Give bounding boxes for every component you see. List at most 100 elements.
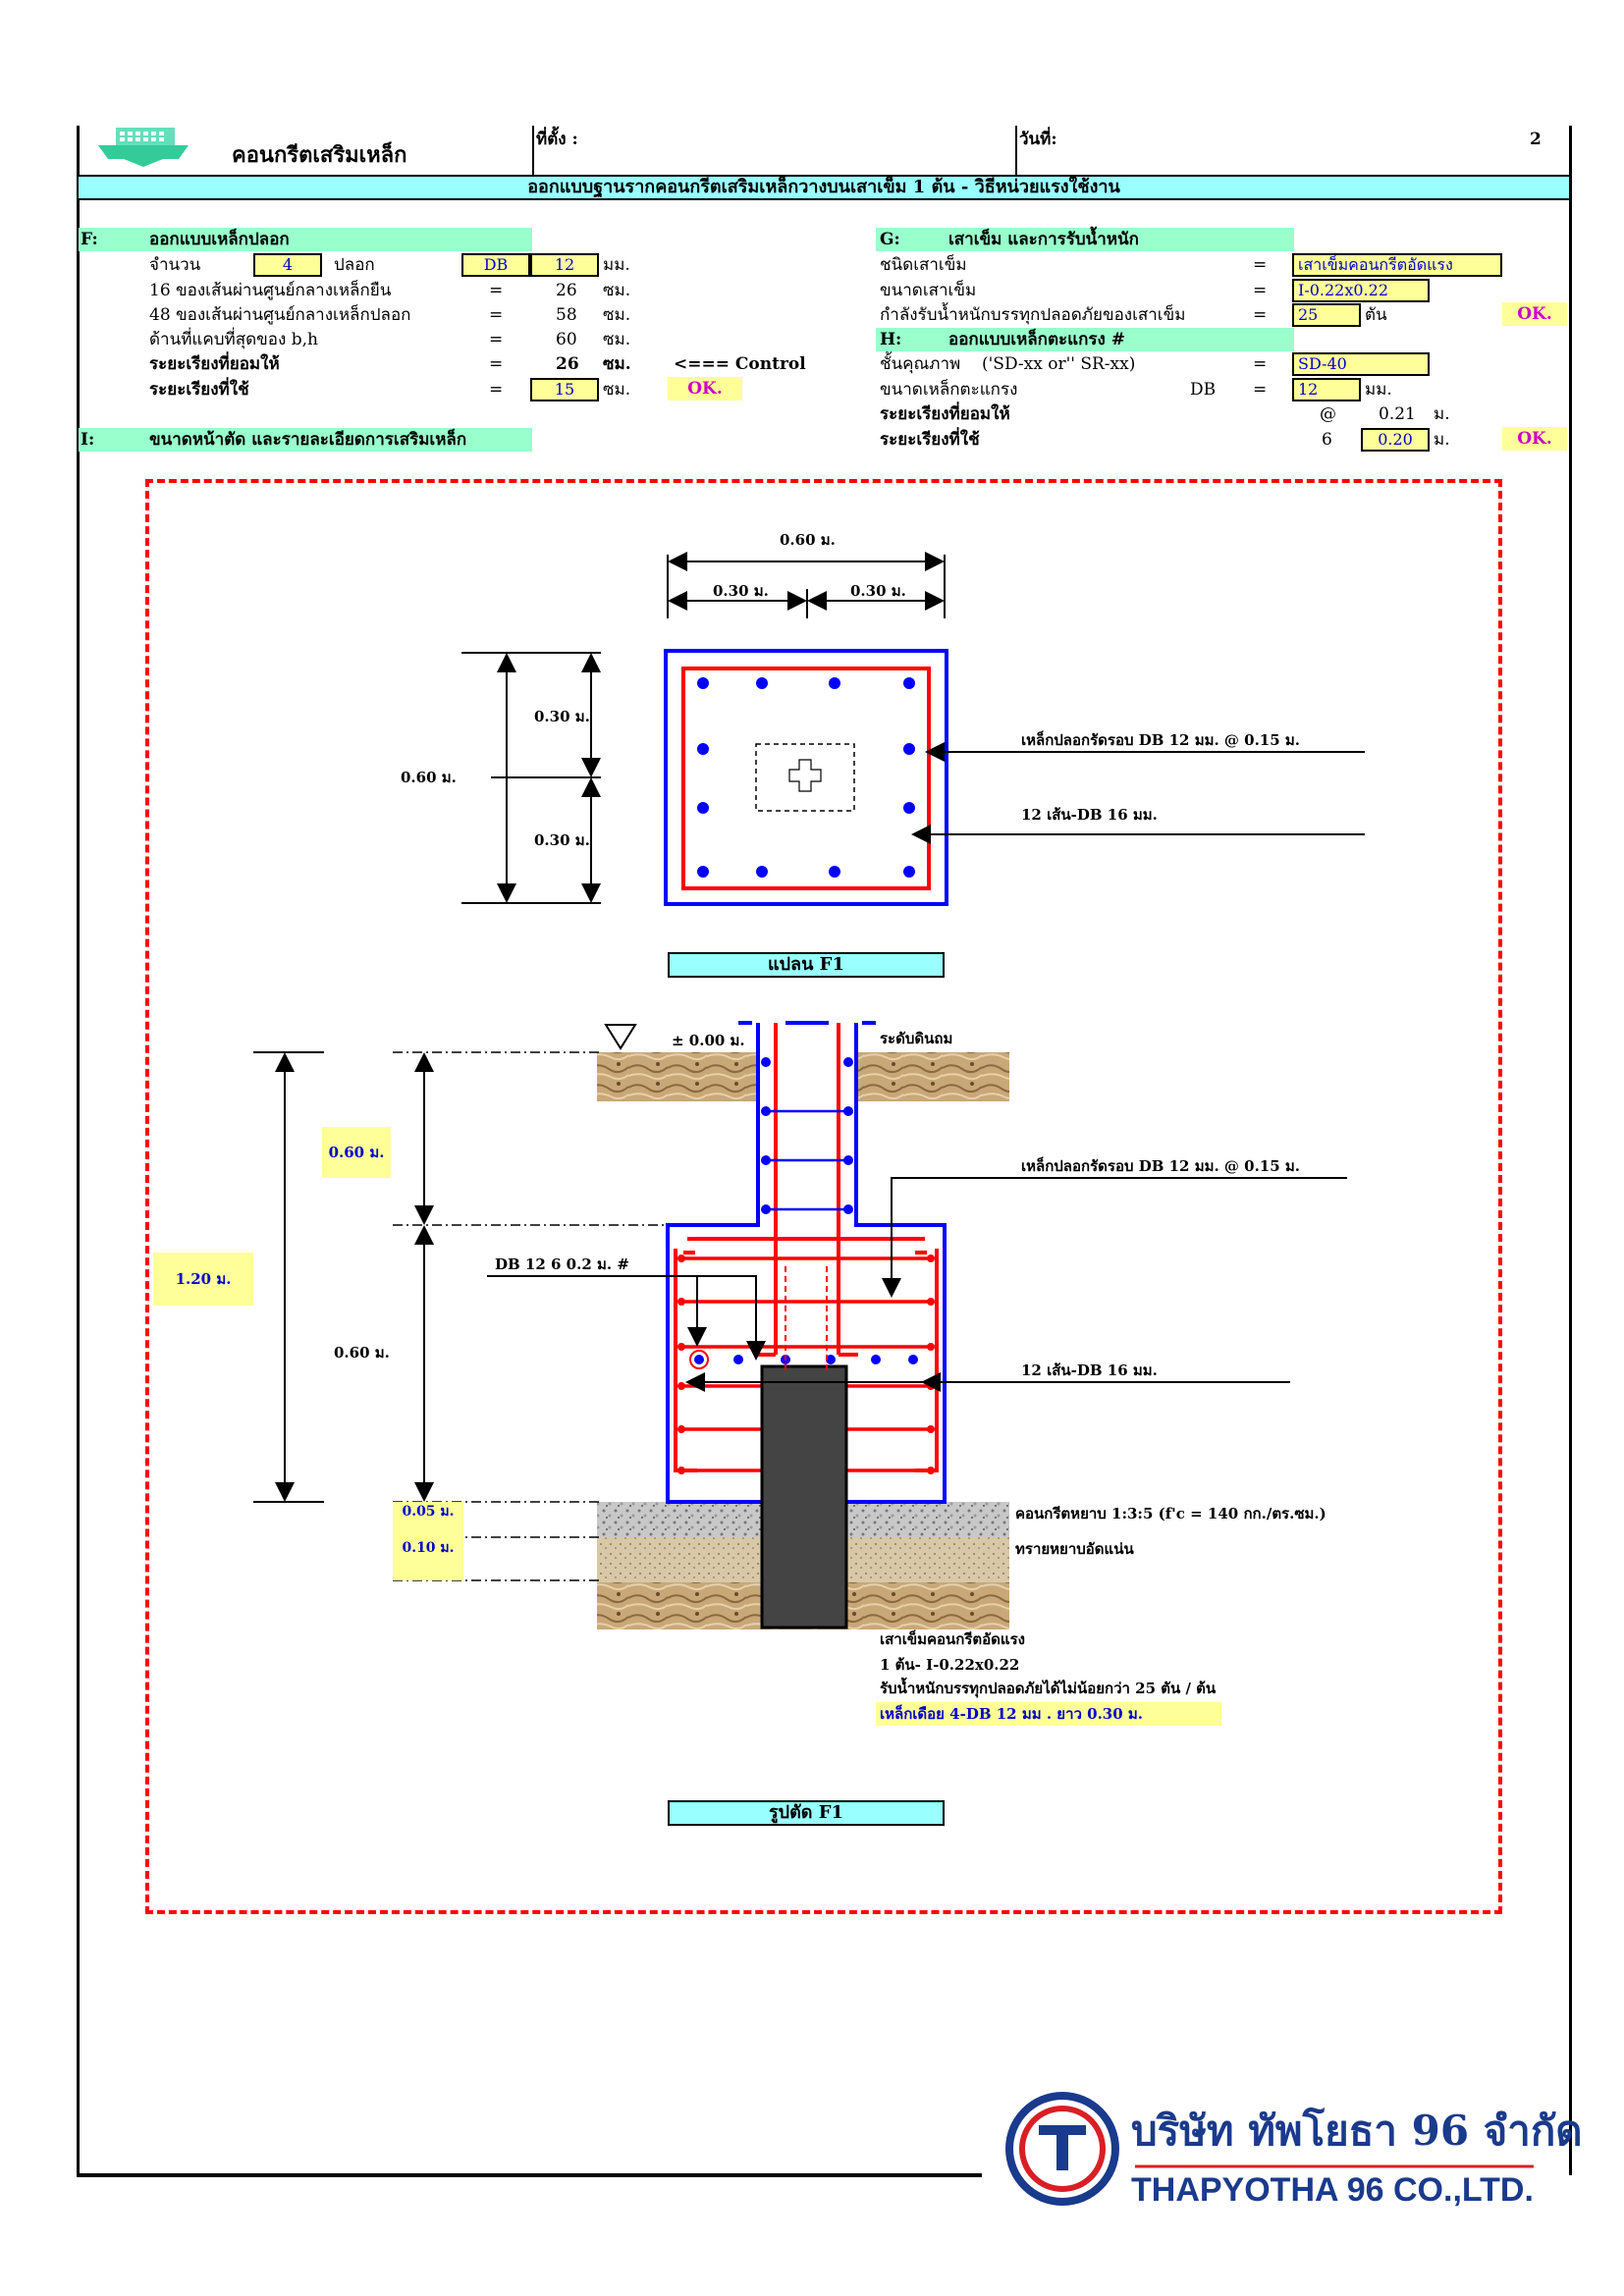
f-row2-label: 16 ของเส้นผ่านศูนย์กลางเหล็กยืน xyxy=(149,281,392,300)
g-row3-eq: = xyxy=(1253,305,1268,325)
f-row3-value: 58 xyxy=(556,305,577,325)
header-logo-icon xyxy=(94,124,192,169)
section-lean-concrete: คอนกรีตหยาบ 1:3:5 (f'c = 140 กก./ตร.ซม.) xyxy=(1015,1505,1326,1522)
h-row2-bar-type: DB xyxy=(1190,380,1217,400)
f-row5-unit: ซม. xyxy=(603,354,631,374)
location-label: ที่ตั้ง : xyxy=(536,130,578,149)
f-row5-value: 26 xyxy=(556,354,579,374)
g-row3-label: กำลังรับน้ำหนักบรรทุกปลอดภัยของเสาเข็ม xyxy=(880,305,1186,325)
plan-caption: แปลน F1 xyxy=(768,954,844,975)
section-pile-line1: เสาเข็มคอนกรีตอัดแรง xyxy=(880,1630,1025,1648)
g-row2-label: ขนาดเสาเข็ม xyxy=(880,281,977,300)
page-frame-right xyxy=(1569,126,1572,2175)
plan-dim-half-left: 0.30 ม. xyxy=(713,582,769,600)
h-row2-unit: มม. xyxy=(1365,380,1392,400)
section-f-title: ออกแบบเหล็กปลอก xyxy=(149,230,290,249)
plan-dim-v-total: 0.60 ม. xyxy=(401,769,457,786)
section-caption-box: รูปตัด F1 xyxy=(668,1800,945,1826)
f-row1-unit-word: ปลอก xyxy=(334,255,375,275)
f-row5-eq: = xyxy=(489,354,504,374)
section-dim-lower: 0.60 ม. xyxy=(334,1344,390,1362)
page-frame-bottom xyxy=(77,2173,982,2177)
section-pile-line2: 1 ต้น- I-0.22x0.22 xyxy=(880,1656,1020,1674)
h-row4-count: 6 xyxy=(1322,430,1332,450)
section-pile-line4: เหล็กเดือย 4-DB 12 มม . ยาว 0.30 ม. xyxy=(880,1705,1144,1723)
f-row6-unit: ซม. xyxy=(603,380,631,400)
section-ground-label: ระดับดินถม xyxy=(880,1030,953,1047)
f-row6-value[interactable]: 15 xyxy=(530,378,599,401)
h-row4-ok-badge: OK. xyxy=(1502,427,1567,451)
plan-dim-total: 0.60 ม. xyxy=(780,531,836,549)
section-i-bar xyxy=(79,428,532,452)
section-g-bar xyxy=(876,228,1294,251)
f-row6-label: ระยะเรียงที่ใช้ xyxy=(149,380,249,400)
h-row3-value: 0.21 xyxy=(1379,404,1416,424)
section-i-code: I: xyxy=(81,430,95,450)
section-dim-sand-box: 0.10 ม. xyxy=(393,1537,463,1580)
plan-dim-v-bottom: 0.30 ม. xyxy=(534,831,590,849)
drawing-border xyxy=(145,479,1502,1914)
section-dim-upper-box: 0.60 ม. xyxy=(322,1127,391,1178)
f-row6-eq: = xyxy=(489,380,504,400)
f-row4-value: 60 xyxy=(556,330,577,349)
f-row2-value: 26 xyxy=(556,281,577,300)
h-row1-label: ชั้นคุณภาพ xyxy=(880,354,961,374)
g-row2-value[interactable]: I-0.22x0.22 xyxy=(1292,279,1430,302)
section-pile-line4-box: เหล็กเดือย 4-DB 12 มม . ยาว 0.30 ม. xyxy=(876,1702,1221,1726)
h-row1-value[interactable]: SD-40 xyxy=(1292,352,1430,376)
f-row1-bar-type[interactable]: DB xyxy=(461,253,530,277)
g-row3-ok-badge: OK. xyxy=(1502,302,1567,326)
g-row3-unit: ตัน xyxy=(1365,305,1387,325)
company-title: คอนกรีตเสริมเหล็ก xyxy=(232,142,407,168)
h-row1-hint: ('SD-xx or'' SR-xx) xyxy=(982,354,1136,374)
f-row2-eq: = xyxy=(489,281,504,300)
f-row4-label: ด้านที่แคบที่สุดของ b,h xyxy=(149,330,318,349)
section-pile-line3: รับน้ำหนักบรรทุกปลอดภัยได้ไม่น้อยกว่า 25… xyxy=(880,1680,1217,1697)
f-row1-count[interactable]: 4 xyxy=(253,253,322,277)
f-row1-bar-size[interactable]: 12 xyxy=(530,253,599,277)
h-row3-unit: ม. xyxy=(1434,404,1450,424)
plan-dim-v-top: 0.30 ม. xyxy=(534,708,590,725)
f-row4-eq: = xyxy=(489,330,504,349)
section-dim-total: 1.20 ม. xyxy=(175,1270,232,1288)
section-dim-lean-box: 0.05 ม. xyxy=(393,1502,463,1537)
h-row4-value[interactable]: 0.20 xyxy=(1361,428,1430,452)
header-divider-2 xyxy=(1015,126,1017,175)
date-label: วันที่: xyxy=(1019,130,1057,149)
f-row2-unit: ซม. xyxy=(603,281,631,300)
plan-callout-main: 12 เส้น-DB 16 มม. xyxy=(1021,806,1158,824)
h-row3-label: ระยะเรียงที่ยอมให้ xyxy=(880,404,1010,424)
section-dim-sand: 0.10 ม. xyxy=(402,1540,455,1556)
g-row1-label: ชนิดเสาเข็ม xyxy=(880,255,967,275)
page-frame-left xyxy=(77,126,80,2175)
section-ground-level: ± 0.00 ม. xyxy=(672,1032,745,1049)
section-h-code: H: xyxy=(880,330,902,349)
f-row1-label: จำนวน xyxy=(149,255,201,275)
plan-caption-box: แปลน F1 xyxy=(668,952,945,978)
section-callout-main: 12 เส้น-DB 16 มม. xyxy=(1021,1362,1158,1379)
plan-view xyxy=(461,552,1365,906)
footer-logo-letter: T xyxy=(1045,2110,1080,2179)
f-row4-unit: ซม. xyxy=(603,330,631,349)
section-dim-upper: 0.60 ม. xyxy=(328,1144,385,1161)
h-row2-value[interactable]: 12 xyxy=(1292,378,1361,401)
section-view xyxy=(253,1021,1347,1629)
section-sand-label: ทรายหยาบอัดแน่น xyxy=(1015,1540,1134,1558)
section-dim-total-box: 1.20 ม. xyxy=(153,1253,253,1306)
h-row2-eq: = xyxy=(1253,380,1268,400)
banner: ออกแบบฐานรากคอนกรีตเสริมเหล็กวางบนเสาเข็… xyxy=(79,175,1569,200)
f-row1-unit: มม. xyxy=(603,255,630,275)
company-logo-icon xyxy=(1005,2092,1119,2206)
g-row3-value[interactable]: 25 xyxy=(1292,303,1361,327)
f-row3-unit: ซม. xyxy=(603,305,631,325)
g-row1-value[interactable]: เสาเข็มคอนกรีตอัดแรง xyxy=(1292,253,1502,277)
section-g-title: เสาเข็ม และการรับน้ำหนัก xyxy=(948,230,1139,249)
f-row3-label: 48 ของเส้นผ่านศูนย์กลางเหล็กปลอก xyxy=(149,305,411,325)
h-row2-label: ขนาดเหล็กตะแกรง xyxy=(880,380,1018,400)
f-row3-eq: = xyxy=(489,305,504,325)
f-row5-note: <=== Control xyxy=(674,354,806,374)
h-row4-unit: ม. xyxy=(1434,430,1450,450)
section-callout-mesh: DB 12 6 0.2 ม. # xyxy=(495,1255,629,1273)
